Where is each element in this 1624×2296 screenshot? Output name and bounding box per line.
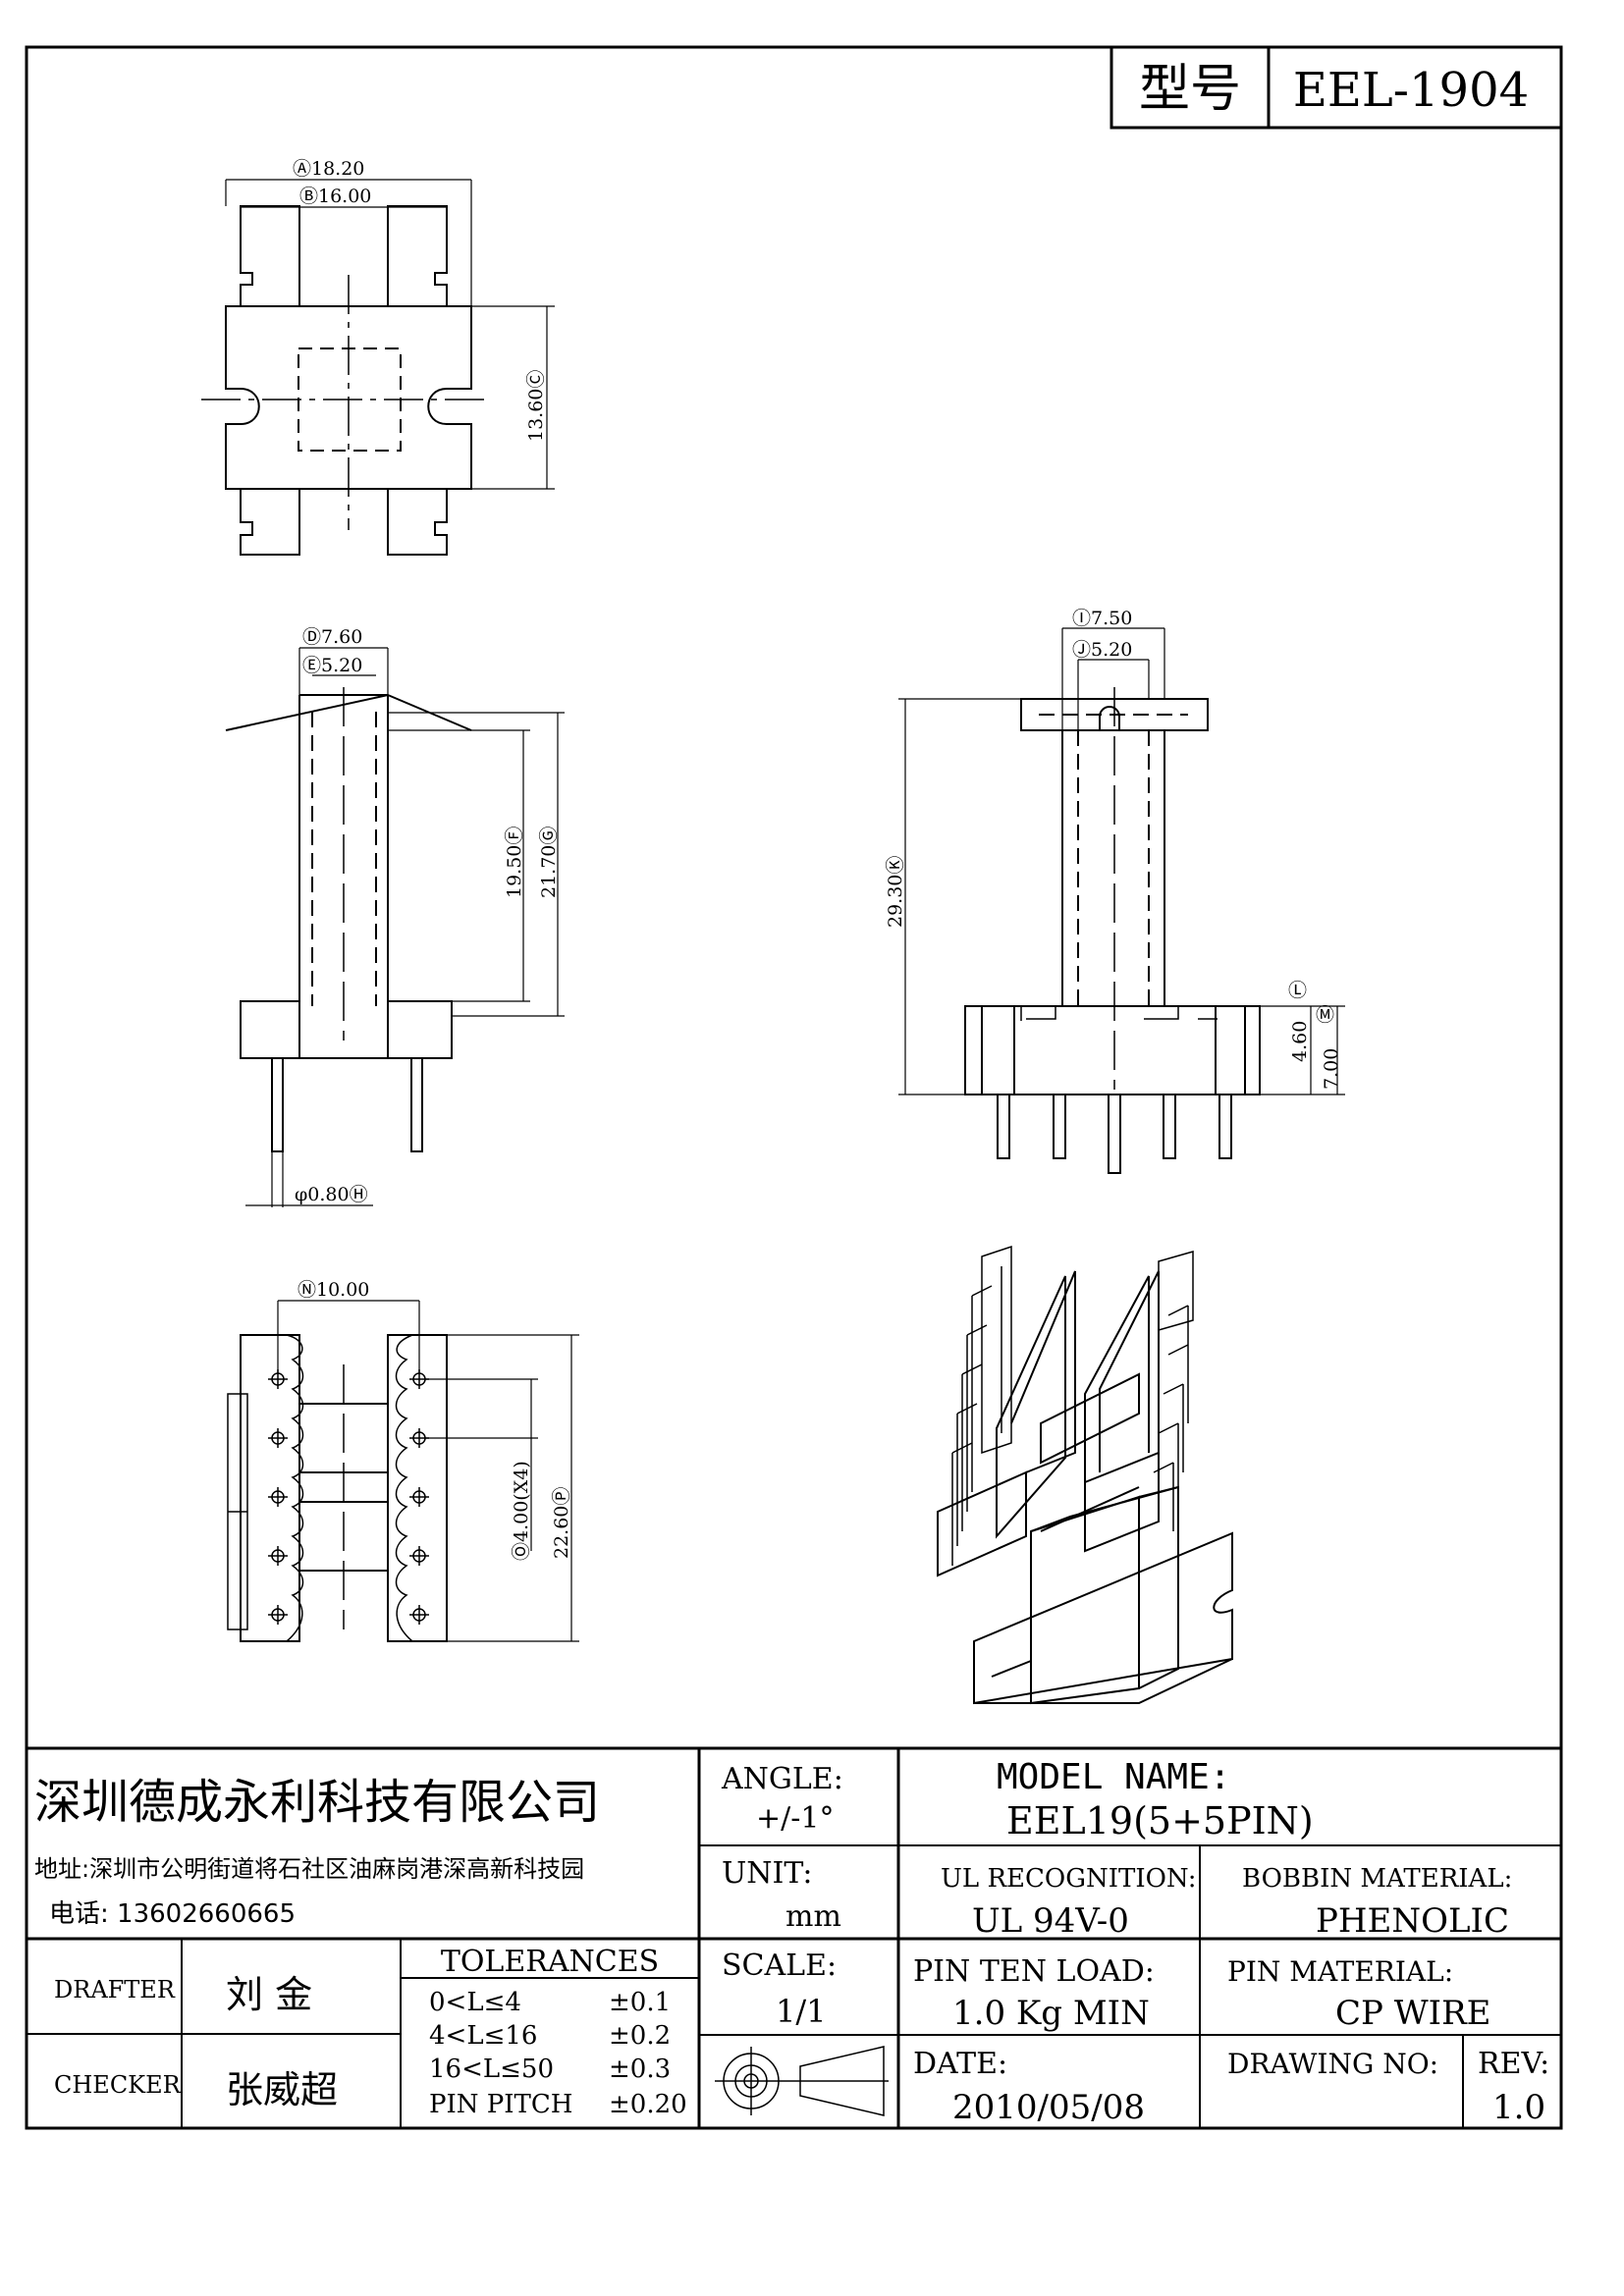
dim-b: Ⓑ16.00 — [299, 186, 371, 207]
tol-range-4: PIN PITCH — [429, 2090, 572, 2119]
dim-n: Ⓝ10.00 — [298, 1279, 369, 1301]
pin-ten-value: 1.0 Kg MIN — [952, 1994, 1150, 2033]
tol-value-1: ±0.1 — [609, 1988, 671, 2017]
model-header: 型号 EEL-1904 — [1110, 47, 1561, 130]
top-view: Ⓐ18.20 Ⓑ16.00 13.60Ⓒ — [201, 158, 555, 556]
dim-j: Ⓙ5.20 — [1072, 639, 1132, 661]
company-phone: 电话: 13602660665 — [49, 1899, 296, 1929]
bottom-view: Ⓝ10.00 Ⓞ4.00(X4) 22.60Ⓟ — [227, 1279, 579, 1642]
dim-k: 29.30Ⓚ — [885, 856, 906, 928]
type-label: 型号 — [1139, 60, 1241, 119]
unit-label: UNIT: — [722, 1856, 812, 1891]
projection-symbol-icon — [715, 2046, 889, 2116]
pin-material-label: PIN MATERIAL: — [1227, 1955, 1453, 1988]
tol-value-4: ±0.20 — [609, 2090, 687, 2119]
rev-label: REV: — [1478, 2047, 1549, 2081]
company-name: 深圳德成永利科技有限公司 — [34, 1775, 600, 1830]
date-label: DATE: — [913, 2047, 1007, 2081]
dim-l-value: 4.60 — [1289, 1021, 1311, 1062]
tolerances-title: TOLERANCES — [441, 1945, 659, 1979]
angle-label: ANGLE: — [721, 1762, 843, 1796]
company-address: 地址:深圳市公明街道将石社区油麻岗港深高新科技园 — [34, 1855, 584, 1883]
angle-value: +/-1° — [756, 1801, 834, 1836]
dim-a: Ⓐ18.20 — [293, 158, 364, 180]
tol-range-3: 16<L≤50 — [429, 2055, 554, 2084]
model-number: EEL-1904 — [1293, 63, 1529, 118]
pin-ten-label: PIN TEN LOAD: — [913, 1954, 1155, 1989]
dim-c: 13.60Ⓒ — [525, 370, 547, 442]
sheet-border — [25, 45, 1563, 2130]
drafter-label: DRAFTER — [54, 1976, 176, 2003]
drawing-no-label: DRAWING NO: — [1227, 2048, 1438, 2080]
dim-i: Ⓘ7.50 — [1072, 608, 1132, 629]
dim-h: φ0.80Ⓗ — [295, 1184, 368, 1205]
scale-value: 1/1 — [776, 1993, 827, 2030]
ul-label: UL RECOGNITION: — [941, 1864, 1197, 1894]
dim-l: Ⓛ — [1288, 980, 1307, 1001]
front-view: Ⓓ7.60 Ⓔ5.20 19.50Ⓕ 21.70Ⓖ φ0.80Ⓗ — [225, 626, 565, 1207]
bobbin-label: BOBBIN MATERIAL: — [1242, 1864, 1512, 1894]
drafter-name: 刘 金 — [226, 1973, 312, 2016]
dim-m-value: 7.00 — [1321, 1048, 1342, 1090]
dim-m: Ⓜ — [1316, 1004, 1334, 1026]
rev-value: 1.0 — [1492, 2088, 1545, 2127]
tol-range-2: 4<L≤16 — [429, 2021, 537, 2051]
dim-g: 21.70Ⓖ — [538, 827, 560, 898]
ul-value: UL 94V-0 — [972, 1901, 1129, 1941]
dim-f: 19.50Ⓕ — [504, 827, 525, 898]
pin-material-value: CP WIRE — [1335, 1994, 1491, 2033]
bobbin-value: PHENOLIC — [1316, 1901, 1509, 1941]
checker-label: CHECKER — [54, 2071, 182, 2099]
dim-p: 22.60Ⓟ — [551, 1487, 572, 1559]
dim-o: Ⓞ4.00(X4) — [511, 1461, 532, 1561]
isometric-view — [937, 1245, 1233, 1705]
scale-label: SCALE: — [722, 1949, 837, 1983]
dim-d: Ⓓ7.60 — [302, 626, 362, 648]
unit-value: mm — [785, 1899, 841, 1934]
title-block: 深圳德成永利科技有限公司 地址:深圳市公明街道将石社区油麻岗港深高新科技园 电话… — [27, 1746, 1561, 2128]
side-view: Ⓘ7.50 Ⓙ5.20 29.30Ⓚ Ⓛ 4.60 Ⓜ 7.00 — [885, 608, 1345, 1174]
model-name-label: MODEL NAME: — [997, 1757, 1230, 1797]
tol-value-2: ±0.2 — [609, 2021, 671, 2051]
date-value: 2010/05/08 — [952, 2088, 1145, 2127]
checker-name: 张威超 — [226, 2068, 338, 2111]
model-name-value: EEL19(5+5PIN) — [1006, 1799, 1314, 1842]
tol-range-1: 0<L≤4 — [429, 1988, 521, 2017]
tol-value-3: ±0.3 — [609, 2055, 671, 2084]
dim-e: Ⓔ5.20 — [302, 655, 362, 676]
